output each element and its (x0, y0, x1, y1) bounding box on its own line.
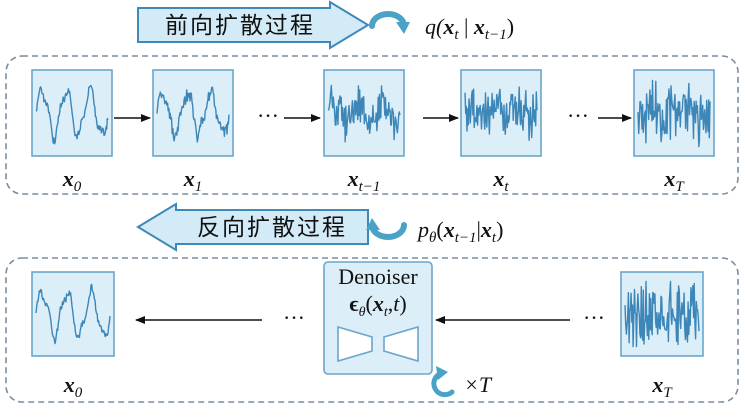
forward-frame-4 (633, 69, 715, 157)
reverse-banner: 反向扩散过程 (136, 202, 369, 252)
reverse-formula-x1: x (443, 217, 455, 242)
denoiser-open: ( (365, 291, 372, 316)
repeat-cycle-arrowhead (436, 366, 448, 380)
reverse-formula-bar: | (477, 217, 481, 242)
forward-frame-label-3-symbol: x (492, 166, 504, 191)
forward-frame-label-0: x0 (62, 166, 82, 195)
denoiser-sub-t: t (384, 305, 389, 320)
reverse-frame-label-1-subscript: T (663, 385, 673, 401)
denoiser-t2: t (393, 291, 400, 316)
forward-frame-label-3: xt (492, 166, 509, 195)
encoder-trapezoid (337, 325, 373, 363)
forward-frame-0 (31, 69, 113, 157)
reverse-cycle-arrowhead (366, 218, 380, 230)
forward-formula-x1: x (442, 14, 454, 39)
denoiser-box: Denoiser ϵθ(xt,t) (323, 261, 433, 375)
forward-formula: q(xt | xt−1) (425, 14, 514, 43)
forward-formula-sub-tm1: t−1 (485, 27, 507, 43)
reverse-process-label: 反向扩散过程 (197, 215, 347, 241)
forward-frame-label-3-subscript: t (504, 179, 509, 195)
decoder-trapezoid (383, 325, 419, 363)
forward-frame-label-0-symbol: x (62, 166, 74, 191)
forward-frame-label-4-subscript: T (675, 179, 685, 195)
forward-frame-3-signal (464, 86, 538, 141)
denoiser-eps: ϵ (349, 291, 358, 316)
reverse-formula-sub-t: t (492, 230, 497, 246)
repeat-cycle-arc (431, 370, 455, 398)
reverse-frame-0-frame (31, 271, 115, 357)
reverse-formula-open: ( (436, 217, 443, 242)
forward-formula-sep: | (459, 14, 474, 39)
denoiser-title: Denoiser (338, 264, 418, 289)
denoiser-theta: θ (359, 305, 366, 320)
reverse-frame-label-1-symbol: x (651, 372, 663, 397)
repeat-cycle-icon (431, 366, 455, 398)
denoiser-close: ) (399, 291, 406, 316)
forward-cycle-arc (369, 11, 407, 29)
forward-frame-label-2-subscript: t−1 (359, 179, 381, 195)
reverse-formula-x2: x (480, 217, 492, 242)
reverse-formula-theta: θ (429, 230, 437, 246)
forward-frame-label-1-subscript: 1 (195, 179, 203, 195)
forward-frame-label-2-symbol: x (347, 166, 359, 191)
forward-cycle-icon (369, 11, 410, 34)
forward-process-label: 前向扩散过程 (165, 13, 315, 39)
forward-arrow-shape (137, 0, 370, 50)
forward-frame-label-4: xT (663, 166, 685, 195)
reverse-frame-label-1: xT (651, 372, 673, 401)
reverse-frame-label-0-symbol: x (63, 372, 75, 397)
forward-frame-label-1: x1 (183, 166, 203, 195)
reverse-formula-sub-tm1: t−1 (455, 230, 477, 246)
reverse-frame-0 (31, 271, 115, 357)
forward-frame-4-signal (637, 79, 711, 148)
forward-dashed-container (5, 55, 739, 195)
forward-frame-label-0-subscript: 0 (74, 179, 82, 195)
forward-frame-label-1-symbol: x (183, 166, 195, 191)
forward-cycle-arrowhead (396, 22, 410, 34)
forward-frame-2 (323, 69, 405, 157)
reverse-ellipsis-2: ··· (583, 305, 605, 330)
forward-frame-1-signal (156, 86, 230, 143)
denoiser-comma: , (388, 291, 394, 316)
forward-formula-fn: q( (425, 14, 445, 39)
reverse-formula-close: ) (496, 217, 503, 242)
forward-ellipsis-1: ··· (257, 103, 279, 128)
forward-frame-3 (460, 69, 542, 157)
denoiser-x: x (372, 291, 384, 316)
forward-ellipsis-2: ··· (567, 103, 589, 128)
reverse-ellipsis-1: ··· (283, 305, 305, 330)
forward-frame-2-signal (327, 84, 401, 143)
reverse-frame-label-0: x0 (63, 372, 83, 401)
reverse-frame-1 (620, 271, 704, 357)
forward-frame-1 (152, 69, 234, 157)
forward-banner: 前向扩散过程 (137, 0, 370, 50)
forward-formula-close: ) (507, 14, 514, 39)
forward-frame-label-2: xt−1 (347, 166, 381, 195)
reverse-dashed-container (5, 257, 739, 403)
reverse-formula: pθ(xt−1|xt) (416, 217, 503, 246)
forward-frame-label-4-symbol: x (663, 166, 675, 191)
forward-formula-x2: x (473, 14, 485, 39)
reverse-frame-label-0-subscript: 0 (75, 385, 83, 401)
forward-frame-0-signal (35, 84, 109, 145)
reverse-cycle-icon (366, 218, 407, 240)
repeat-times-label: ×T (464, 372, 493, 397)
reverse-frame-1-signal (624, 280, 700, 348)
denoiser-formula: ϵθ(xt,t) (349, 291, 406, 320)
reverse-formula-p: p (416, 217, 429, 242)
reverse-frame-0-signal (35, 283, 111, 345)
forward-formula-sub-t: t (454, 27, 459, 43)
